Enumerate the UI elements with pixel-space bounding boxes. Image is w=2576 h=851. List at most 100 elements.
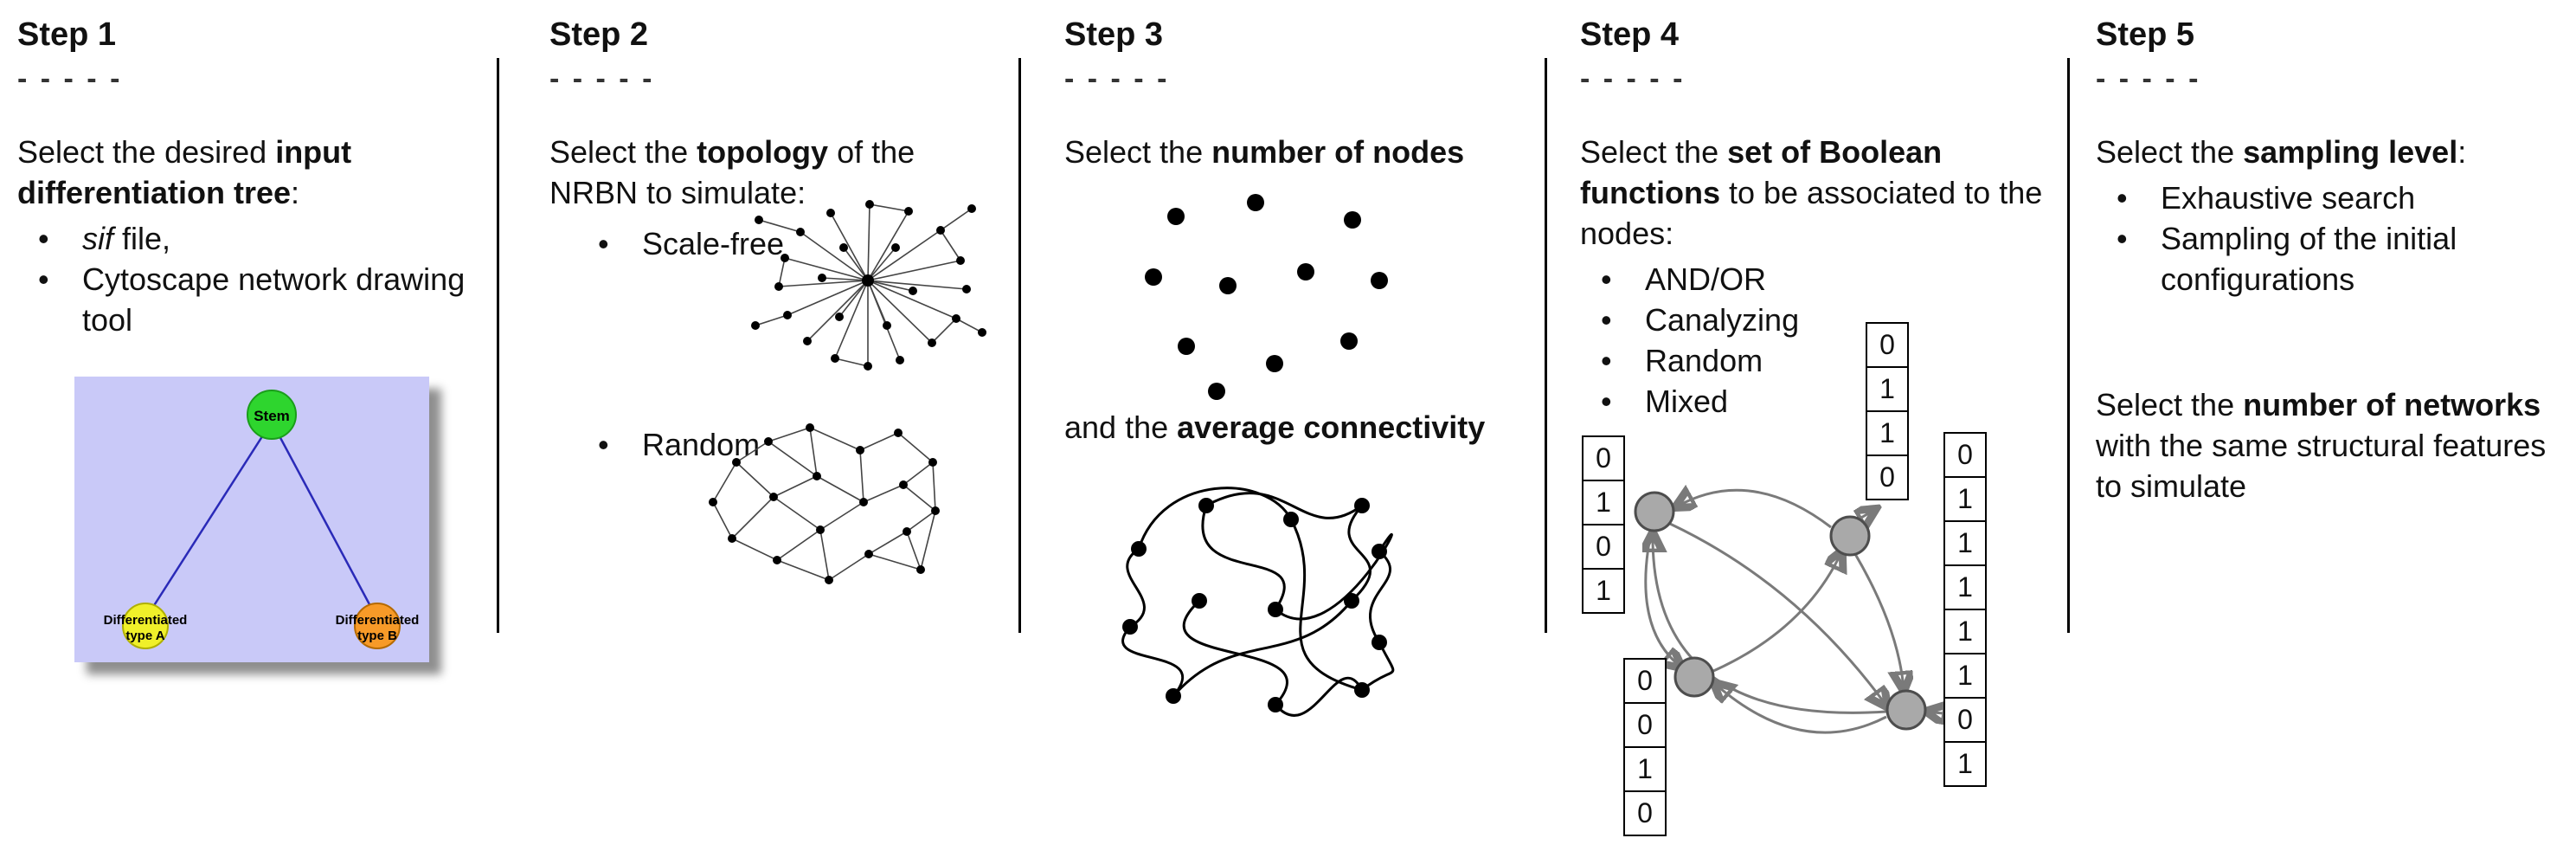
- divider-4: [2067, 58, 2070, 633]
- step4-bullet-random: Random: [1580, 340, 2060, 381]
- step3-dashes: - - - - -: [1064, 62, 1170, 95]
- sif-rest: file,: [113, 221, 171, 256]
- type-a-node: [122, 603, 169, 649]
- step2-bullet-random: Random: [577, 424, 760, 465]
- step1-column: Step 1 - - - - - Select the desired inpu…: [0, 0, 497, 851]
- step1-title: Step 1: [17, 16, 117, 53]
- step1-intro-bold: input differentiation tree: [17, 134, 352, 210]
- step5-para2-post: with the same structural features to sim…: [2096, 428, 2547, 504]
- truth-cell: 1: [1866, 410, 1909, 456]
- differentiation-tree-svg: Stem Differentiated type A Differentiate…: [74, 377, 429, 662]
- step3-line2: and the average connectivity: [1064, 407, 1485, 448]
- sif-italic: sif: [82, 221, 113, 256]
- nodes-dots-graphic: [1145, 194, 1388, 400]
- step4-bullet-andor: AND/OR: [1580, 259, 2060, 300]
- truth-cell: 0: [1623, 658, 1667, 704]
- divider-3: [1545, 58, 1547, 633]
- bn-node-4: [1885, 689, 1927, 731]
- boolean-network-graphic: [1634, 424, 1997, 734]
- truth-cell: 0: [1866, 322, 1909, 368]
- truth-cell: 1: [1866, 366, 1909, 412]
- truth-cell: 0: [1866, 455, 1909, 500]
- truth-cell: 0: [1943, 432, 1987, 478]
- stem-label: Stem: [254, 408, 290, 424]
- step4-intro-bold: set of Boolean functions: [1580, 134, 1943, 210]
- bn-node-2: [1829, 515, 1871, 557]
- step4-intro-post: to be associated to the nodes:: [1580, 175, 2043, 251]
- step2-bullet-scale-free: Scale-free: [577, 223, 784, 264]
- step5-bullet-exhaustive: Exhaustive search: [2096, 177, 2566, 218]
- truth-cell: 1: [1943, 520, 1987, 566]
- step1-bullets: sif file, Cytoscape network drawing tool: [17, 218, 485, 340]
- step1-dashes: - - - - -: [17, 62, 123, 95]
- step3-line1-bold: number of nodes: [1211, 134, 1465, 170]
- type-b-label-2: type B: [357, 629, 397, 643]
- step5-para2: Select the number of networks with the s…: [2096, 384, 2566, 506]
- step3-line1-pre: Select the: [1064, 134, 1212, 170]
- truth-cell: 0: [1582, 524, 1625, 570]
- step4-intro-pre: Select the: [1580, 134, 1728, 170]
- step2-intro-post: of the NRBN to simulate:: [549, 134, 915, 210]
- step1-intro-post: :: [291, 175, 300, 210]
- step4-bullets: AND/OR Canalyzing Random Mixed: [1580, 259, 2060, 422]
- step5-intro: Select the sampling level:: [2096, 132, 2566, 172]
- step3-line2-bold: average connectivity: [1177, 409, 1486, 445]
- step2-column: Step 2 - - - - - Select the topology of …: [499, 0, 1018, 851]
- truth-cell: 0: [1623, 702, 1667, 748]
- type-a-label-1: Differentiated: [104, 613, 188, 628]
- truth-cell: 1: [1943, 476, 1987, 522]
- step5-bullet-sampling: Sampling of the initial configurations: [2096, 218, 2566, 300]
- step3-title: Step 3: [1064, 16, 1164, 53]
- step1-bullet-sif: sif file,: [17, 218, 485, 259]
- truth-cell: 1: [1943, 609, 1987, 654]
- truth-cell: 1: [1582, 568, 1625, 614]
- step2-title: Step 2: [549, 16, 649, 53]
- step3-line2-pre: and the: [1064, 409, 1178, 445]
- step5-title: Step 5: [2096, 16, 2195, 53]
- truth-cell: 1: [1943, 564, 1987, 610]
- step1-intro: Select the desired input differentiation…: [17, 132, 485, 213]
- step3-column: Step 3 - - - - - Select the number of no…: [1021, 0, 1545, 851]
- step1-intro-pre: Select the desired: [17, 134, 276, 170]
- differentiation-tree-figure: Stem Differentiated type A Differentiate…: [74, 377, 429, 662]
- truth-table-top: 0 1 1 0: [1866, 322, 1909, 500]
- step5-para2-pre: Select the: [2096, 387, 2244, 422]
- step4-bullet-canalyzing: Canalyzing: [1580, 300, 2060, 340]
- bn-node-1: [1634, 491, 1675, 532]
- step5-para2-bold: number of networks: [2243, 387, 2541, 422]
- random-network-graphic: [709, 423, 940, 584]
- tree-edge-b: [270, 421, 379, 620]
- type-b-node: [354, 603, 401, 649]
- truth-table-bottom: 0 0 1 0: [1623, 658, 1667, 836]
- step3-line1: Select the number of nodes: [1064, 132, 1536, 172]
- step5-bullets: Exhaustive search Sampling of the initia…: [2096, 177, 2566, 300]
- divider-2: [1018, 58, 1021, 633]
- truth-table-right: 0 1 1 1 1 1 0 1: [1943, 432, 1987, 787]
- step2-intro-pre: Select the: [549, 134, 697, 170]
- step2-dashes: - - - - -: [549, 62, 655, 95]
- truth-cell: 0: [1943, 697, 1987, 743]
- connectivity-tangle-graphic: [1121, 487, 1395, 717]
- step5-intro-pre: Select the: [2096, 134, 2244, 170]
- step4-bullet-mixed: Mixed: [1580, 381, 2060, 422]
- truth-cell: 1: [1582, 480, 1625, 525]
- step1-bullet-cytoscape: Cytoscape network drawing tool: [17, 259, 485, 340]
- tree-edge-a: [144, 421, 273, 620]
- truth-cell: 1: [1623, 746, 1667, 792]
- step4-title: Step 4: [1580, 16, 1680, 53]
- type-a-label-2: type A: [125, 629, 164, 643]
- type-b-label-1: Differentiated: [336, 613, 420, 628]
- bn-node-3: [1673, 656, 1715, 698]
- scale-free-network-graphic: [751, 200, 986, 371]
- truth-cell: 0: [1623, 790, 1667, 836]
- step5-column: Step 5 - - - - - Select the sampling lev…: [2070, 0, 2576, 851]
- step2-intro-bold: topology: [697, 134, 829, 170]
- step5-intro-bold: sampling level: [2243, 134, 2458, 170]
- step4-intro: Select the set of Boolean functions to b…: [1580, 132, 2060, 254]
- step4-column: Step 4 - - - - - Select the set of Boole…: [1547, 0, 2067, 851]
- truth-cell: 1: [1943, 653, 1987, 699]
- divider-1: [497, 58, 499, 633]
- truth-cell: 1: [1943, 741, 1987, 787]
- truth-cell: 0: [1582, 435, 1625, 481]
